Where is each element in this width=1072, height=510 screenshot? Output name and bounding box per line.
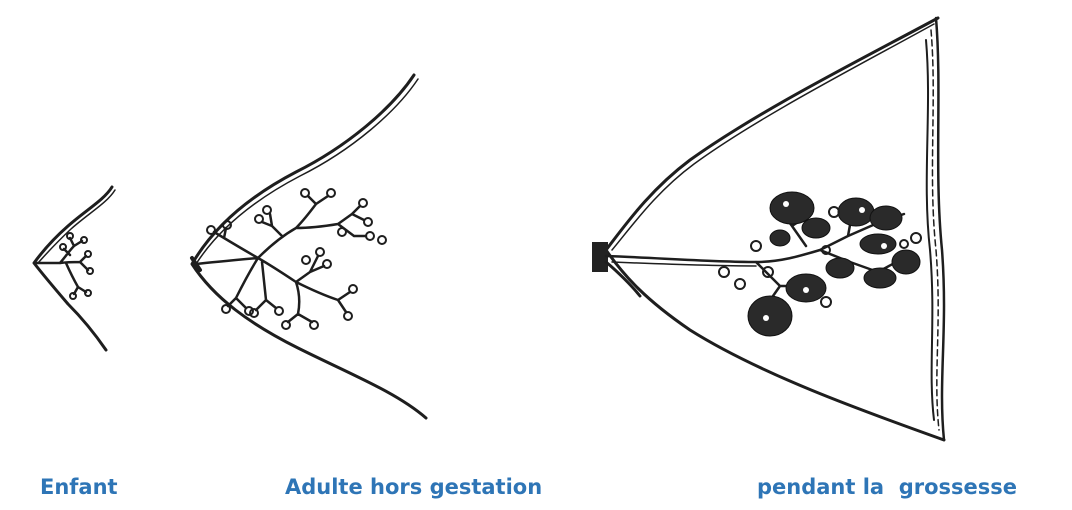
caption-child: Enfant — [40, 474, 118, 500]
caption-adult: Adulte hors gestation — [285, 474, 542, 500]
breast-development-drawings — [0, 0, 1072, 460]
caption-pregnancy: pendant la grossesse — [757, 474, 1017, 500]
pregnancy-breast-drawing — [592, 18, 944, 440]
child-breast-drawing — [34, 187, 115, 350]
lobule-clusters — [748, 192, 920, 336]
adult-breast-drawing — [192, 75, 426, 418]
